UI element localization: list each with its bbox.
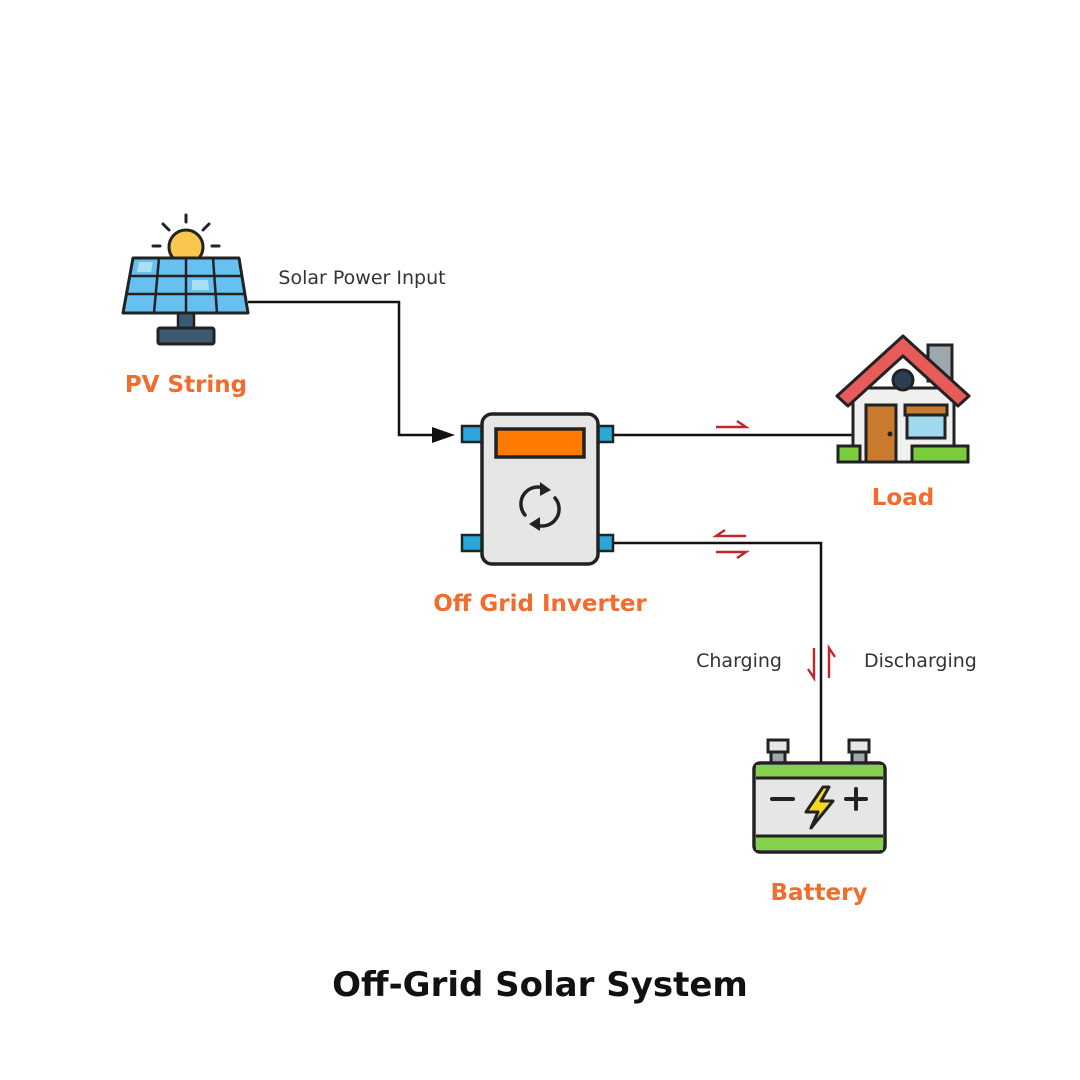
charging-label: Charging — [696, 650, 782, 672]
discharging-label: Discharging — [864, 650, 977, 672]
edge-pv-to-inverter — [248, 300, 432, 437]
arrowhead-into-inverter — [432, 427, 455, 443]
diagram-title: Off-Grid Solar System — [332, 965, 748, 1005]
load-label: Load — [872, 485, 934, 511]
inverter-icon — [460, 412, 615, 566]
solar-panel-icon — [121, 213, 250, 346]
battery-label: Battery — [771, 880, 868, 906]
connections — [248, 300, 852, 765]
flow-arrow-to-load — [716, 420, 750, 429]
flow-arrow-bidirectional-vertical — [807, 644, 836, 682]
pv-string-label: PV String — [125, 372, 247, 398]
inverter-label: Off Grid Inverter — [433, 591, 647, 617]
battery-icon — [752, 738, 887, 854]
flow-arrow-bidirectional-horizontal — [712, 529, 750, 559]
edge-inverter-to-battery — [612, 541, 823, 765]
house-icon — [835, 334, 971, 464]
solar-power-input-label: Solar Power Input — [278, 267, 445, 289]
